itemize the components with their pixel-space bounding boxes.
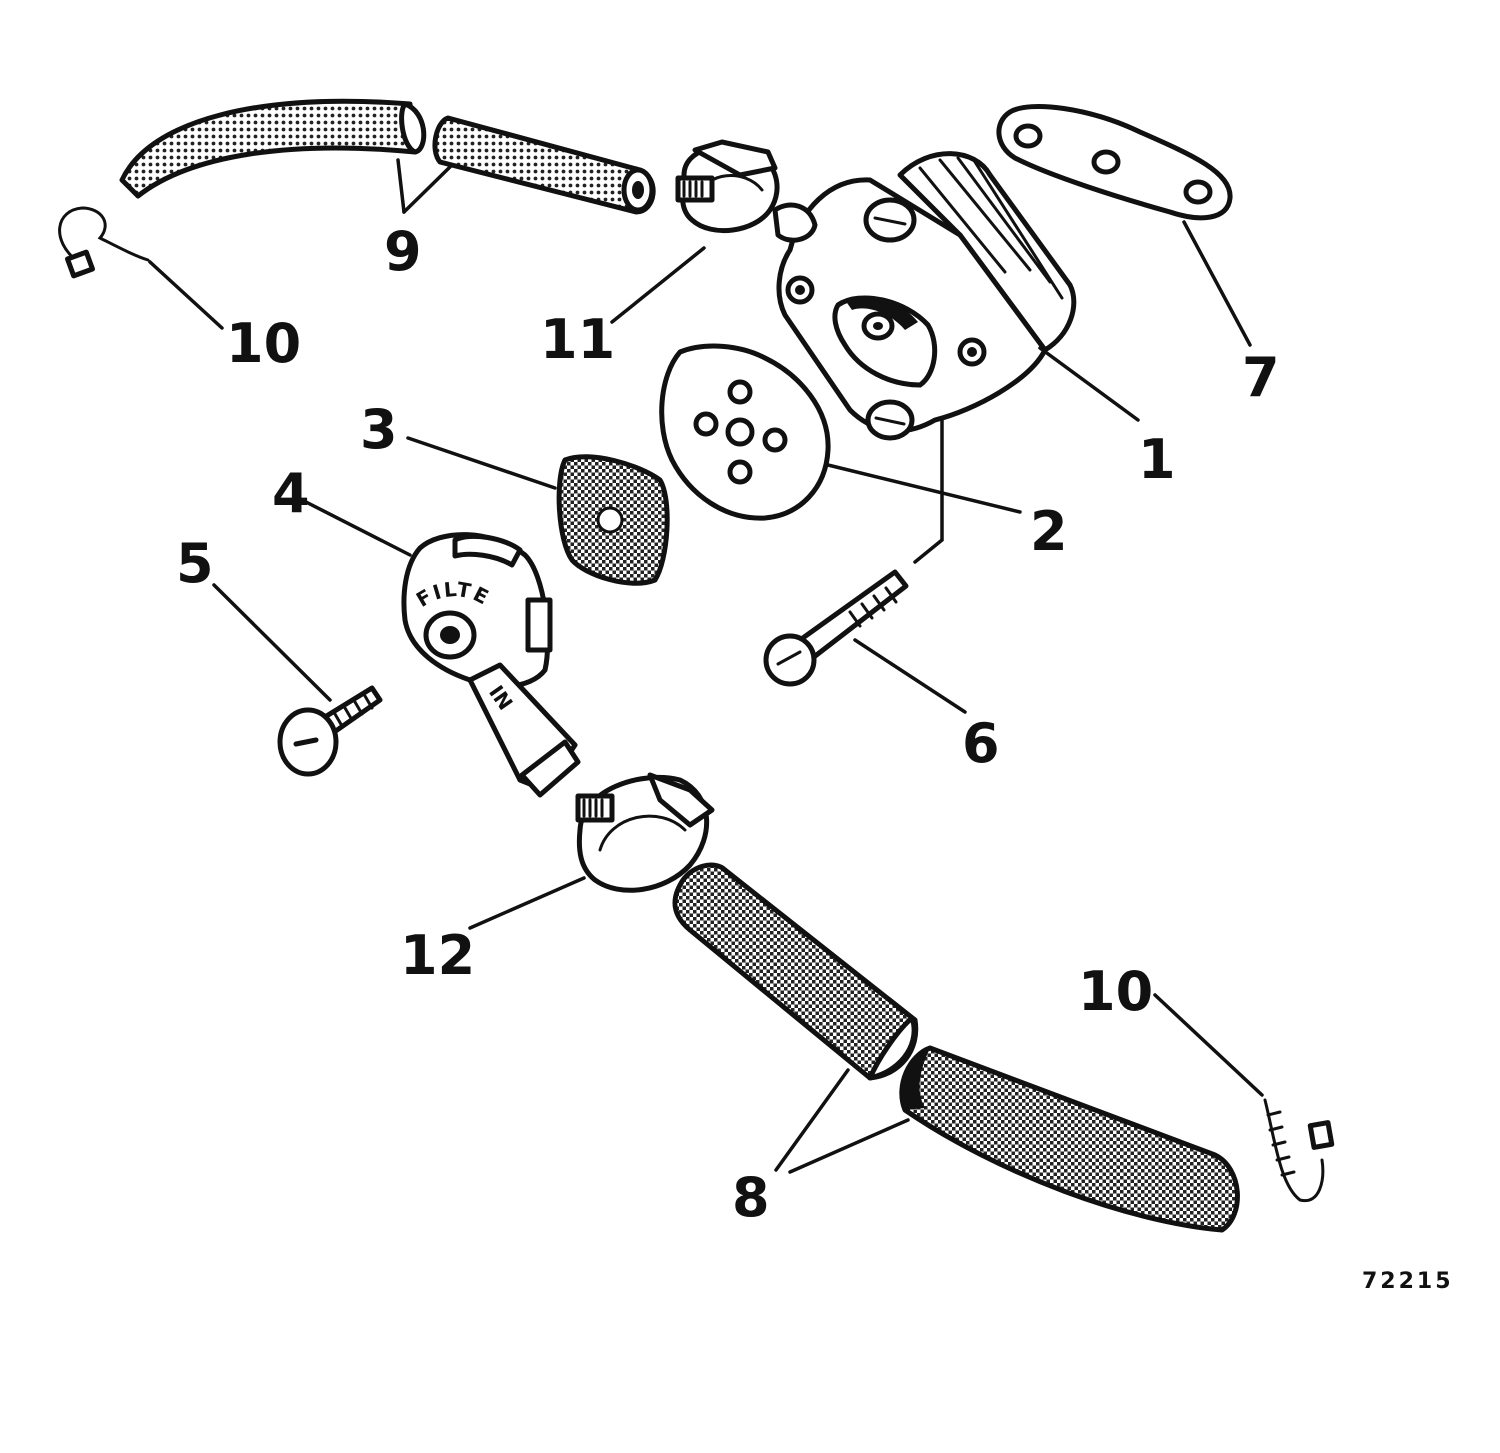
callout-8: 8 [732,1166,770,1229]
leader-lines [148,158,1264,1174]
callout-10-lower: 10 [1078,960,1153,1023]
hose-clamp-upper [675,139,780,234]
callout-12: 12 [400,924,475,987]
fuel-hose-lower [672,862,1240,1233]
hose-clip-lower [1263,1098,1335,1203]
callout-2: 2 [1030,500,1068,563]
callout-labels: 1 2 3 4 5 6 7 8 9 10 10 11 12 [176,220,1280,1229]
pump-mounting-screw [763,569,909,687]
filter-screen [556,454,670,586]
fuel-pump-body [772,151,1077,441]
filter-cover-screw [277,685,383,777]
fuel-hose-upper [119,98,656,215]
callout-6: 6 [962,712,1000,775]
callout-11: 11 [540,308,615,371]
callout-5: 5 [176,532,214,595]
callout-9: 9 [384,220,422,283]
callout-4: 4 [272,462,310,525]
hose-clamp-lower [575,772,715,893]
figure-number: 72215 [1362,1269,1454,1294]
callout-3: 3 [360,398,398,461]
diaphragm [659,343,831,521]
callout-10-upper: 10 [226,312,301,375]
hose-clip-upper [58,206,150,279]
gasket [996,104,1233,221]
callout-7: 7 [1242,346,1280,409]
callout-1: 1 [1138,428,1176,491]
filter-cover-text: FILTER [0,0,494,612]
